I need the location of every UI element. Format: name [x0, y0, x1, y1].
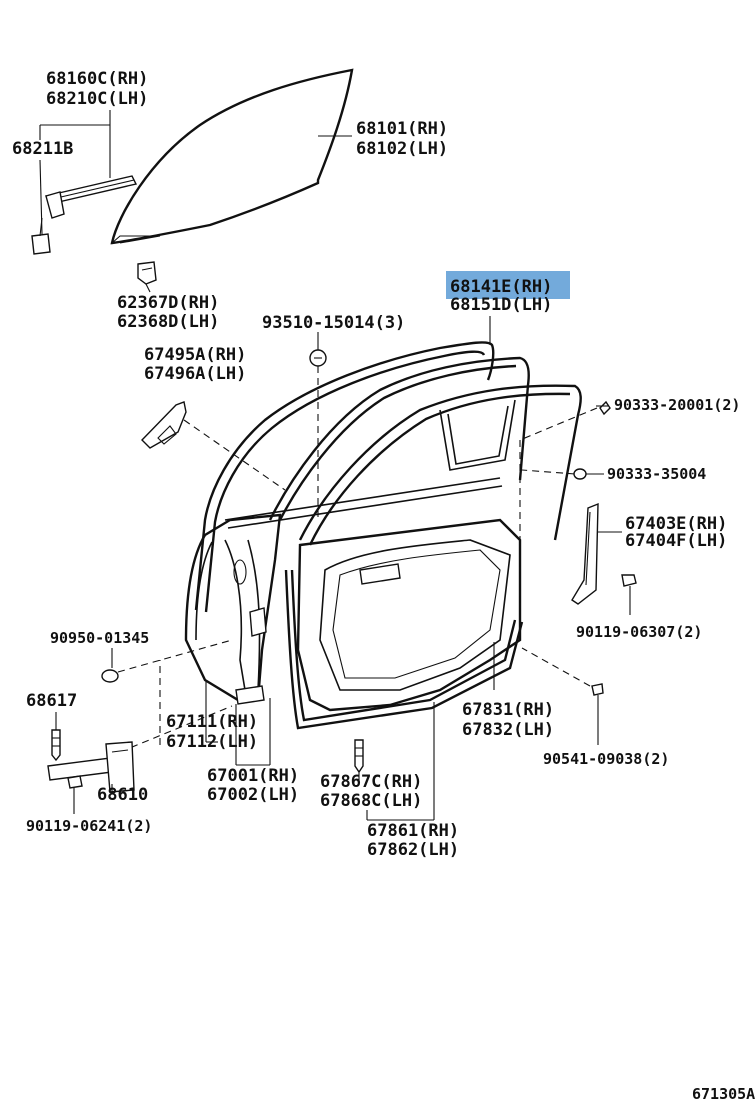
door-stopper	[51, 729, 61, 762]
door-glass	[110, 68, 354, 245]
label-62367d: 62367D(RH)	[117, 293, 219, 313]
part-highlight	[446, 271, 570, 299]
bolt-90333-35004	[573, 468, 587, 480]
leader-lines	[39, 110, 622, 821]
bolt-90333-20001	[599, 400, 611, 416]
label-90119-06307: 90119-06307(2)	[576, 623, 702, 641]
label-68151d: 68151D(LH)	[450, 295, 552, 315]
label-67832: 67832(LH)	[462, 720, 554, 740]
label-67862: 67862(LH)	[367, 840, 459, 860]
label-90333-20001: 90333-20001(2)	[614, 396, 740, 414]
reference-lines	[119, 407, 598, 753]
door-check	[47, 741, 135, 793]
glass-clip	[137, 261, 157, 285]
label-68102: 68102(LH)	[356, 139, 448, 159]
label-93510: 93510-15014(3)	[262, 313, 405, 333]
label-67112: 67112(LH)	[166, 732, 258, 752]
label-90333-35004: 90333-35004	[607, 465, 706, 483]
screw-90119-06307	[621, 574, 637, 615]
door-bumper	[101, 639, 233, 683]
label-67868c: 67868C(LH)	[320, 791, 422, 811]
screw-93510	[309, 349, 327, 520]
part-labels: 68160C(RH) 68210C(LH) 68101(RH) 68102(LH…	[12, 69, 755, 1103]
mirror-cover	[141, 401, 187, 449]
label-67001: 67001(RH)	[207, 766, 299, 786]
label-67495a: 67495A(RH)	[144, 345, 246, 365]
label-67496a: 67496A(LH)	[144, 364, 246, 384]
clip-90541	[591, 683, 604, 745]
label-68160c: 68160C(RH)	[46, 69, 148, 89]
label-90119-06241: 90119-06241(2)	[26, 817, 152, 835]
fastener-67867c	[354, 739, 364, 774]
label-90541-09038: 90541-09038(2)	[543, 750, 669, 768]
label-90950-01345: 90950-01345	[50, 629, 149, 647]
label-62368d: 62368D(LH)	[117, 312, 219, 332]
door-shell	[184, 356, 582, 730]
rear-moulding	[571, 502, 599, 605]
label-68101: 68101(RH)	[356, 119, 448, 139]
label-68211b: 68211B	[12, 139, 73, 159]
label-67403e: 67403E(RH)	[625, 514, 727, 534]
glass-channel	[31, 175, 138, 255]
label-68617: 68617	[26, 691, 77, 711]
label-67002: 67002(LH)	[207, 785, 299, 805]
weatherstrip	[194, 341, 495, 613]
label-68210c: 68210C(LH)	[46, 89, 148, 109]
label-67867c: 67867C(RH)	[320, 772, 422, 792]
label-68610: 68610	[97, 785, 148, 805]
label-67111: 67111(RH)	[166, 712, 258, 732]
diagram-code: 671305A	[692, 1085, 755, 1103]
label-67831: 67831(RH)	[462, 700, 554, 720]
label-67404f: 67404F(LH)	[625, 531, 727, 551]
label-68141e: 68141E(RH)	[450, 277, 552, 297]
label-67861: 67861(RH)	[367, 821, 459, 841]
